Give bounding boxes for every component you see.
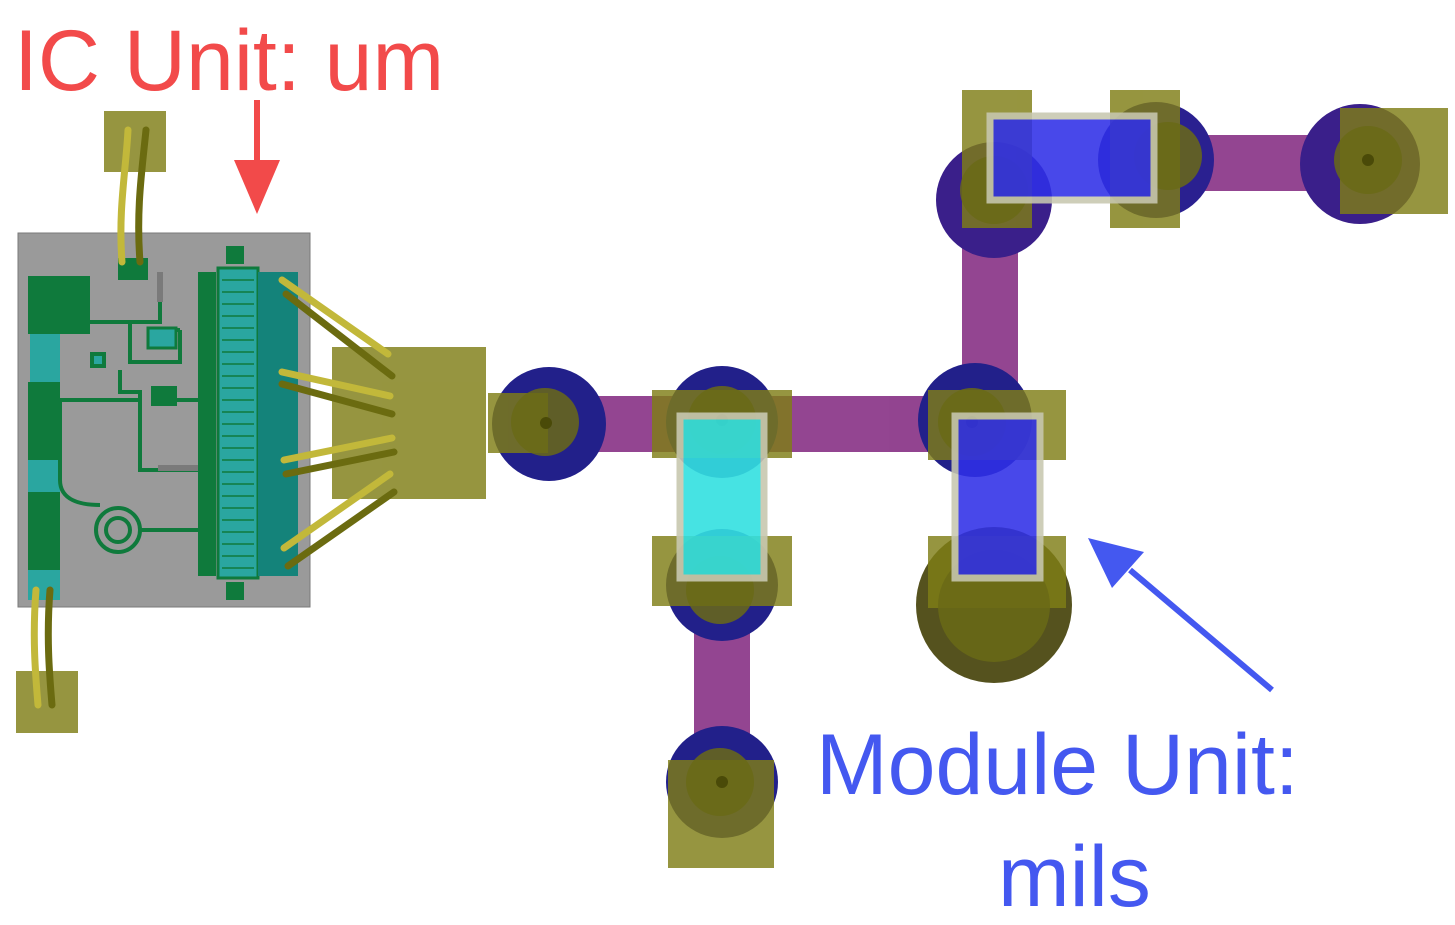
bond-wire bbox=[278, 276, 392, 358]
bond-wire bbox=[278, 368, 394, 400]
ic-arrow bbox=[234, 100, 280, 214]
ic-transistor-array bbox=[216, 266, 260, 580]
module-arrow-head bbox=[1088, 538, 1144, 588]
ic-ground-bar bbox=[198, 272, 216, 576]
via-dot bbox=[716, 776, 728, 788]
ic-pad bbox=[28, 276, 90, 334]
module-unit-value: mils bbox=[998, 829, 1151, 925]
ic-pad bbox=[226, 582, 244, 600]
ic-pad bbox=[30, 334, 60, 382]
ic-pad bbox=[28, 410, 60, 460]
ic-pad bbox=[28, 382, 60, 410]
bond-wire bbox=[135, 126, 150, 266]
component-cyan-capacitor bbox=[676, 412, 768, 582]
ic-interconnect bbox=[58, 272, 200, 507]
bond-wire bbox=[44, 586, 56, 709]
component-blue-resistor-horizontal bbox=[986, 112, 1158, 204]
module-arrow-shaft bbox=[1128, 567, 1274, 693]
ic-capacitor bbox=[146, 326, 178, 350]
bond-wire bbox=[284, 488, 398, 570]
ic-arrow-head bbox=[234, 160, 280, 214]
ic-resistor bbox=[157, 272, 163, 302]
bond-wire bbox=[278, 380, 396, 418]
module-unit-label: Module Unit: bbox=[816, 717, 1299, 813]
spiral-inductor bbox=[94, 506, 200, 554]
via-dot bbox=[1362, 154, 1374, 166]
ic-pad bbox=[226, 246, 244, 264]
bond-wire bbox=[30, 586, 42, 709]
ic-die bbox=[17, 232, 311, 608]
ic-drain-bar bbox=[258, 272, 298, 576]
bond-wire bbox=[280, 470, 394, 552]
bond-wire bbox=[282, 448, 398, 478]
ic-finger-lines bbox=[222, 279, 254, 569]
ic-resistor bbox=[158, 465, 198, 471]
pad bbox=[104, 111, 166, 172]
bond-wire bbox=[282, 290, 396, 380]
ic-capacitor bbox=[151, 386, 177, 406]
via-dot bbox=[540, 417, 552, 429]
smt-components bbox=[676, 112, 1158, 582]
ic-unit-label: IC Unit: um bbox=[14, 13, 445, 109]
pad-chip-landing bbox=[332, 347, 486, 499]
ic-pad bbox=[28, 460, 60, 492]
module-arrow bbox=[1088, 538, 1274, 693]
component-blue-resistor-vertical bbox=[951, 412, 1044, 582]
bond-wires bbox=[30, 126, 398, 709]
bond-wire bbox=[117, 126, 132, 266]
bond-wire bbox=[280, 434, 396, 464]
ic-pad bbox=[94, 356, 102, 364]
ic-pad bbox=[28, 492, 60, 570]
